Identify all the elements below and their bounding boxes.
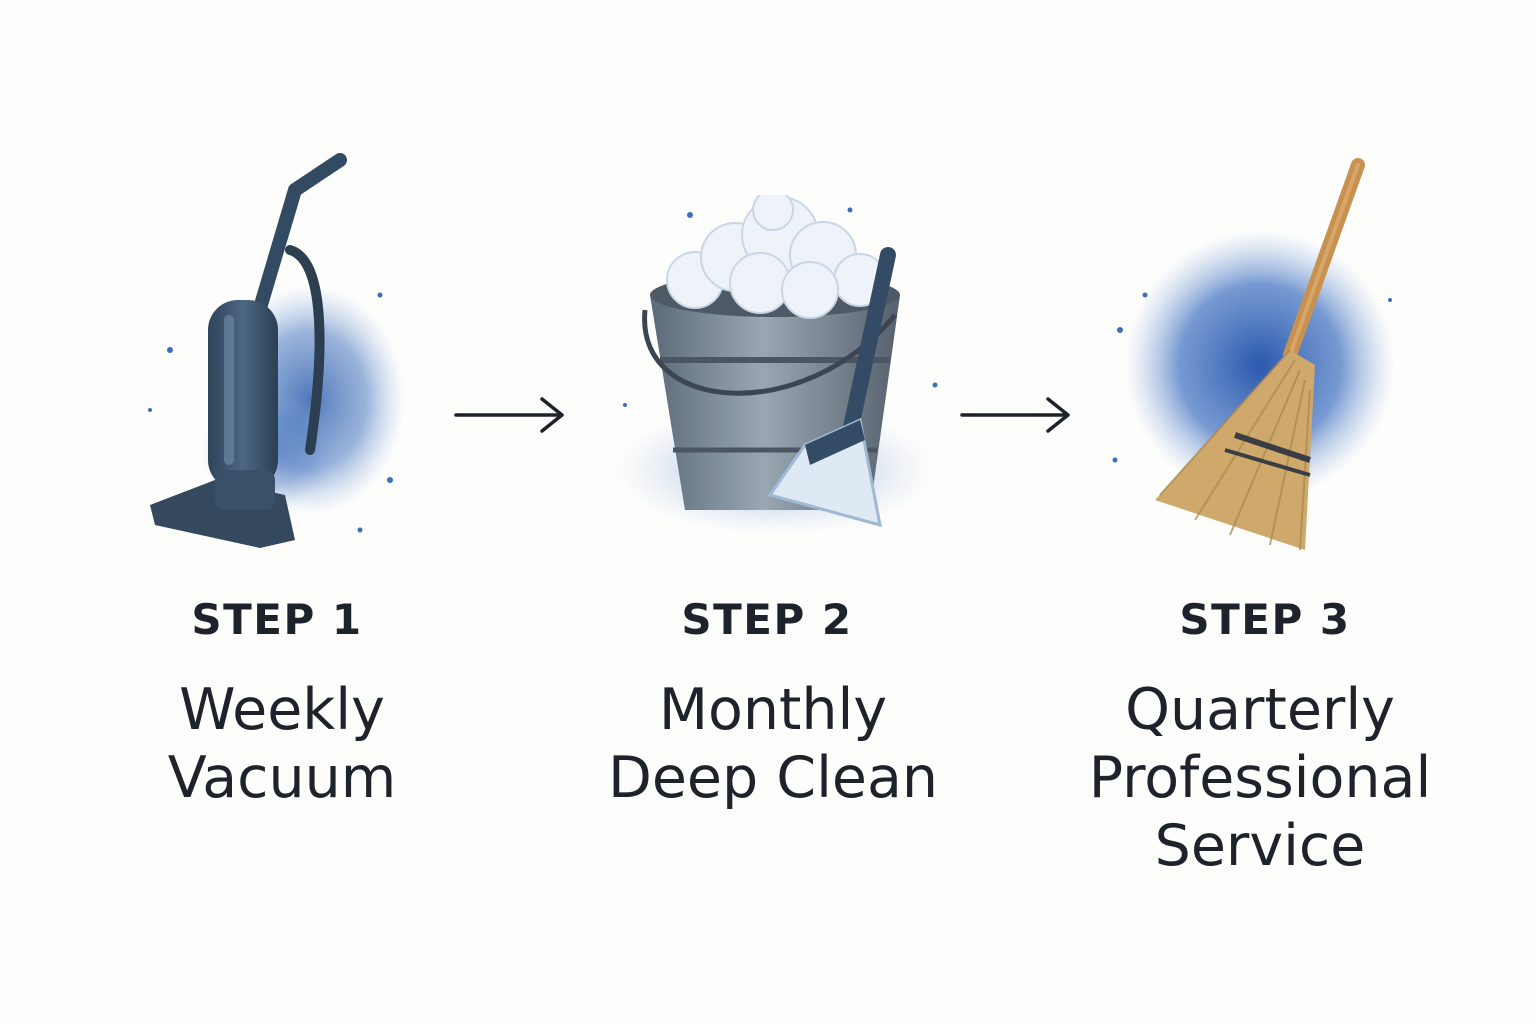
bucket-icon — [605, 195, 940, 555]
broom-icon — [1100, 150, 1400, 560]
vacuum-icon — [120, 150, 420, 560]
step-3-label: STEP 3 — [1179, 595, 1351, 644]
step-3-title-line: Professional — [1088, 745, 1432, 811]
step-1-title: Weekly Vacuum — [52, 676, 512, 812]
arrow-right-icon — [452, 395, 572, 435]
step-2-title-line: Monthly — [658, 677, 888, 743]
arrow-right-icon — [958, 395, 1078, 435]
step-2-label: STEP 2 — [681, 595, 853, 644]
step-3-title: Quarterly Professional Service — [1030, 676, 1490, 880]
step-2-title-line: Deep Clean — [607, 745, 939, 811]
step-3-title-line: Service — [1154, 813, 1366, 879]
step-1-label: STEP 1 — [191, 595, 363, 644]
step-1-title-line: Weekly — [179, 677, 385, 743]
step-3-title-line: Quarterly — [1125, 677, 1395, 743]
step-1-title-line: Vacuum — [167, 745, 397, 811]
step-2-title: Monthly Deep Clean — [543, 676, 1003, 812]
